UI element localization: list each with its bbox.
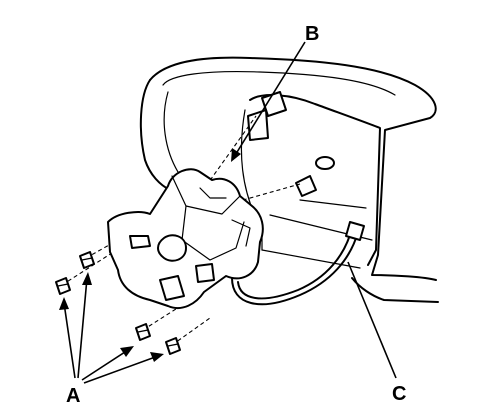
leader-line-c <box>347 261 397 379</box>
mirror-housing <box>139 56 439 303</box>
label-a: A <box>66 385 80 407</box>
leader-arrow-b <box>231 41 306 162</box>
label-c: C <box>392 383 406 405</box>
mirror-actuator <box>107 168 264 310</box>
screw-2 <box>79 251 95 269</box>
mounting-stud-lower <box>295 175 317 197</box>
wire-harness <box>231 221 365 306</box>
screw-1 <box>55 277 71 295</box>
mounting-stud-upper <box>247 91 287 141</box>
screw-4 <box>165 337 181 355</box>
screw-3 <box>135 323 151 341</box>
leader-arrows-a <box>59 272 164 384</box>
mounting-stud-middle <box>315 156 335 170</box>
label-b: B <box>305 23 319 45</box>
